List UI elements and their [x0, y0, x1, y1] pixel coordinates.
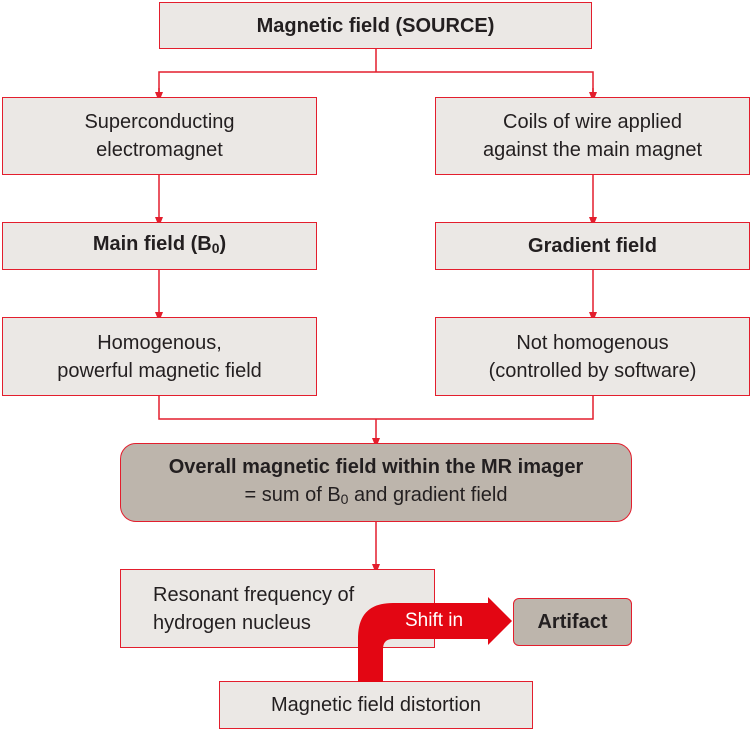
source-box: Magnetic field (SOURCE) — [159, 2, 592, 49]
overall-field-title: Overall magnetic field within the MR ima… — [168, 455, 584, 478]
gradient-field-label: Gradient field — [528, 235, 657, 257]
homogenous-box: Homogenous, powerful magnetic field — [2, 317, 317, 396]
homogenous-line-2: powerful magnetic field — [57, 359, 262, 382]
main-field-label: Main field (B0) — [92, 233, 227, 256]
coils-box: Coils of wire applied against the main m… — [435, 97, 750, 175]
overall-field-subtitle: = sum of B0 and gradient field — [244, 483, 508, 507]
artifact-box: Artifact — [513, 598, 632, 646]
coils-line-1: Coils of wire applied — [503, 111, 682, 133]
artifact-label: Artifact — [537, 611, 608, 633]
main-field-box: Main field (B0) — [2, 222, 317, 270]
superconducting-box: Superconducting electromagnet — [2, 97, 317, 175]
overall-field-box: Overall magnetic field within the MR ima… — [120, 443, 632, 522]
resonant-line-2: hydrogen nucleus — [153, 611, 311, 634]
resonant-line-1: Resonant frequency of — [153, 583, 355, 606]
coils-line-2: against the main magnet — [482, 139, 703, 161]
homogenous-line-1: Homogenous, — [97, 331, 222, 354]
shift-in-label: Shift in — [405, 610, 464, 631]
not-homogenous-box: Not homogenous (controlled by software) — [435, 317, 750, 396]
gradient-field-box: Gradient field — [435, 222, 750, 270]
distortion-label: Magnetic field distortion — [270, 694, 482, 716]
distortion-box: Magnetic field distortion — [219, 681, 533, 729]
superconducting-line-2: electromagnet — [96, 139, 223, 161]
superconducting-line-1: Superconducting — [84, 111, 235, 133]
shift-arrow — [358, 597, 512, 682]
source-label: Magnetic field (SOURCE) — [256, 14, 495, 37]
not-homogenous-line-1: Not homogenous — [516, 331, 669, 354]
not-homogenous-line-2: (controlled by software) — [488, 359, 697, 382]
